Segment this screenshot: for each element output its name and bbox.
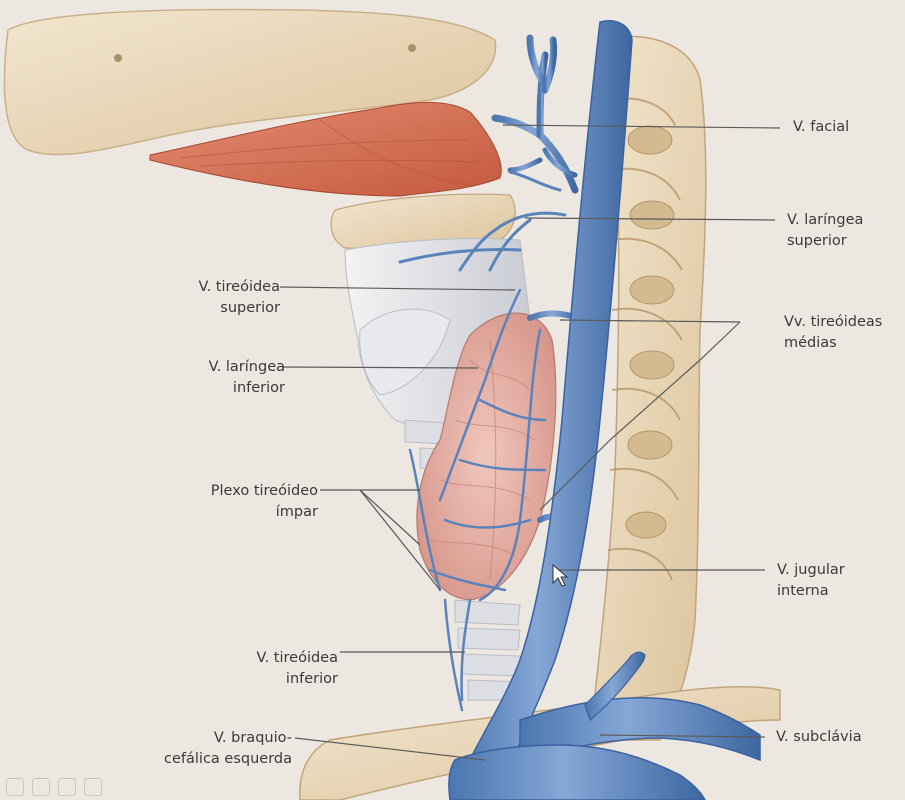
mandible: [3, 8, 497, 156]
fullscreen-icon[interactable]: [32, 778, 50, 796]
subclavian-vein: [519, 697, 761, 762]
hyoid-muscle: [149, 101, 502, 197]
thyroid-venous-network: [408, 288, 547, 712]
zoom-icon[interactable]: [58, 778, 76, 796]
label-v-braquiocefalica-esquerda: V. braquio- cefálica esquerda: [164, 730, 292, 767]
mouse-cursor-icon: [552, 563, 569, 587]
label-v-tireoidea-superior: V. tireóidea superior: [198, 279, 280, 316]
expand-icon[interactable]: [6, 778, 24, 796]
label-plexo-tireoideo-impar: Plexo tireóideo ímpar: [210, 483, 318, 520]
label-v-laringea-inferior: V. laríngea inferior: [208, 359, 285, 396]
viewer-controls[interactable]: [6, 778, 102, 796]
internal-jugular-vein: [458, 20, 633, 781]
external-jugular-vein: [584, 651, 646, 722]
label-v-jugular-interna: V. jugular interna: [777, 562, 845, 599]
label-v-laringea-superior: V. laríngea superior: [787, 212, 864, 249]
label-v-facial: V. facial: [793, 119, 850, 135]
leader-lines: [279, 124, 781, 761]
brachiocephalic-vein: [448, 744, 706, 800]
label-v-subclavia: V. subclávia: [776, 729, 862, 745]
thyroid-gland: [416, 312, 557, 601]
options-icon[interactable]: [84, 778, 102, 796]
label-v-tireoidea-inferior: V. tireóidea inferior: [256, 650, 338, 687]
label-vv-tireoideas-medias: Vv. tireóideas médias: [784, 314, 883, 351]
